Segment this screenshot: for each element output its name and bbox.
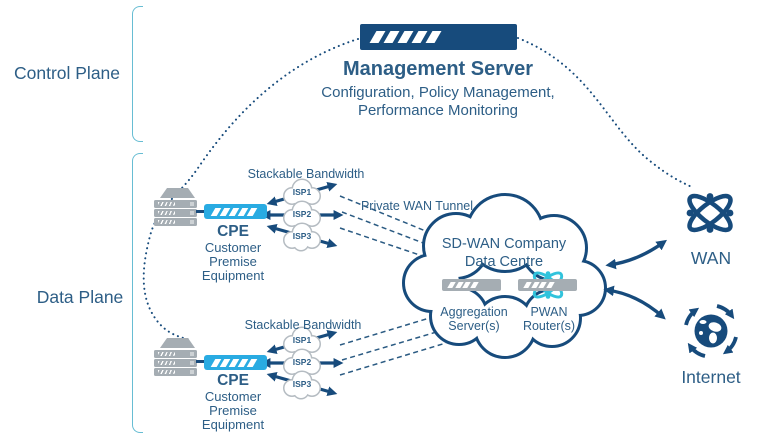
stackable-bandwidth-bottom-label: Stackable Bandwidth	[244, 318, 362, 332]
cpe-bottom-connector	[196, 360, 206, 363]
rack-unit	[154, 209, 197, 217]
pwan-router-label: PWAN Router(s)	[523, 305, 575, 333]
isp1-bottom-label: ISP1	[292, 335, 312, 345]
tunnel-line-bottom-3	[339, 342, 447, 376]
slash-mark	[158, 370, 175, 374]
cloud-internet-arrow	[603, 285, 666, 320]
pwan-router-bar-icon	[518, 279, 577, 291]
pwan-label-line1: PWAN	[530, 305, 568, 319]
cpe-top-description: Customer Premise Equipment	[202, 241, 264, 283]
management-server-subtitle: Configuration, Policy Management, Perfor…	[321, 84, 554, 119]
slash-mark	[158, 220, 175, 224]
indicator-dot	[190, 370, 194, 374]
slash-mark	[425, 31, 442, 43]
indicator-dot	[190, 202, 194, 206]
data-centre-title-line2: Data Centre	[464, 253, 544, 270]
wan-icon	[686, 193, 734, 233]
cpe-top-desc-line1: Customer	[204, 240, 262, 255]
tunnel-line-bottom-1	[339, 312, 447, 346]
indicator-dot	[190, 352, 194, 356]
cpe-bottom-desc-line1: Customer	[204, 389, 262, 404]
aggregation-label-line1: Aggregation	[440, 305, 508, 319]
slash-mark	[538, 282, 547, 288]
slash-mark	[158, 361, 175, 365]
stackable-bandwidth-top-label: Stackable Bandwidth	[247, 167, 365, 181]
cpe-top-connector	[196, 210, 206, 213]
tunnel-line-bottom-2	[341, 327, 451, 361]
slash-mark	[447, 282, 456, 288]
aggregation-server-icon	[442, 279, 501, 291]
data-centre-title-line1: SD-WAN Company	[441, 236, 567, 252]
isp2-bottom-label: ISP2	[292, 357, 312, 367]
isp1-top-label: ISP1	[292, 187, 312, 197]
control-link-right-dotted	[517, 37, 695, 189]
aggregation-server-label: Aggregation Server(s)	[440, 305, 507, 333]
control-link-left-dotted	[142, 38, 359, 341]
tunnel-line-top-3	[339, 227, 447, 265]
slash-mark	[158, 202, 175, 206]
rack-top-panel	[160, 338, 195, 348]
indicator-dot	[190, 220, 194, 224]
cloud-wan-arrow	[605, 239, 667, 270]
slash-mark	[246, 207, 257, 216]
internet-icon	[684, 304, 738, 358]
management-server-subtitle-line2: Performance Monitoring	[357, 101, 519, 119]
rack-unit	[154, 200, 197, 208]
pwan-label-line2: Router(s)	[522, 319, 576, 333]
isp3-top-label: ISP3	[292, 231, 312, 241]
indicator-dot	[190, 211, 194, 215]
data-centre-cloud-icon	[402, 193, 607, 359]
rack-top-panel	[160, 188, 195, 198]
slash-mark	[158, 352, 175, 356]
management-server-icon	[360, 24, 517, 50]
management-server-subtitle-line1: Configuration, Policy Management,	[321, 84, 555, 101]
rack-unit	[154, 350, 197, 358]
aggregation-label-line2: Server(s)	[448, 319, 500, 333]
private-wan-tunnel-label: Private WAN Tunnel	[360, 199, 474, 213]
cpe-bottom-desc-line2: Premise	[209, 403, 257, 418]
cpe-bottom-label: CPE	[217, 372, 249, 389]
cpe-top-desc-line2: Premise	[209, 254, 257, 269]
rack-unit	[154, 368, 197, 376]
internet-label: Internet	[681, 367, 741, 387]
data-centre-title: SD-WAN Company Data Centre	[442, 236, 566, 271]
cpe-top-desc-line3: Equipment	[201, 268, 265, 283]
control-plane-bracket	[132, 6, 143, 142]
slash-mark	[469, 282, 478, 288]
control-plane-label: Control Plane	[13, 63, 121, 83]
cpe-bottom-appliance-icon	[204, 355, 267, 370]
wan-label: WAN	[690, 248, 732, 268]
rack-unit	[154, 218, 197, 226]
cpe-top-label: CPE	[217, 223, 249, 240]
data-plane-bracket	[132, 153, 143, 433]
isp2-top-label: ISP2	[292, 209, 312, 219]
indicator-dot	[190, 361, 194, 365]
data-plane-label: Data Plane	[36, 287, 124, 307]
slash-mark	[158, 211, 175, 215]
cpe-bottom-description: Customer Premise Equipment	[202, 390, 264, 432]
slash-mark	[246, 358, 257, 367]
cpe-top-appliance-icon	[204, 204, 267, 219]
slash-mark	[545, 282, 554, 288]
rack-unit	[154, 359, 197, 367]
isp3-bottom-label: ISP3	[292, 379, 312, 389]
management-server-title: Management Server	[342, 58, 534, 80]
slash-mark	[523, 282, 532, 288]
slash-mark	[462, 282, 471, 288]
cpe-bottom-desc-line3: Equipment	[201, 417, 265, 432]
